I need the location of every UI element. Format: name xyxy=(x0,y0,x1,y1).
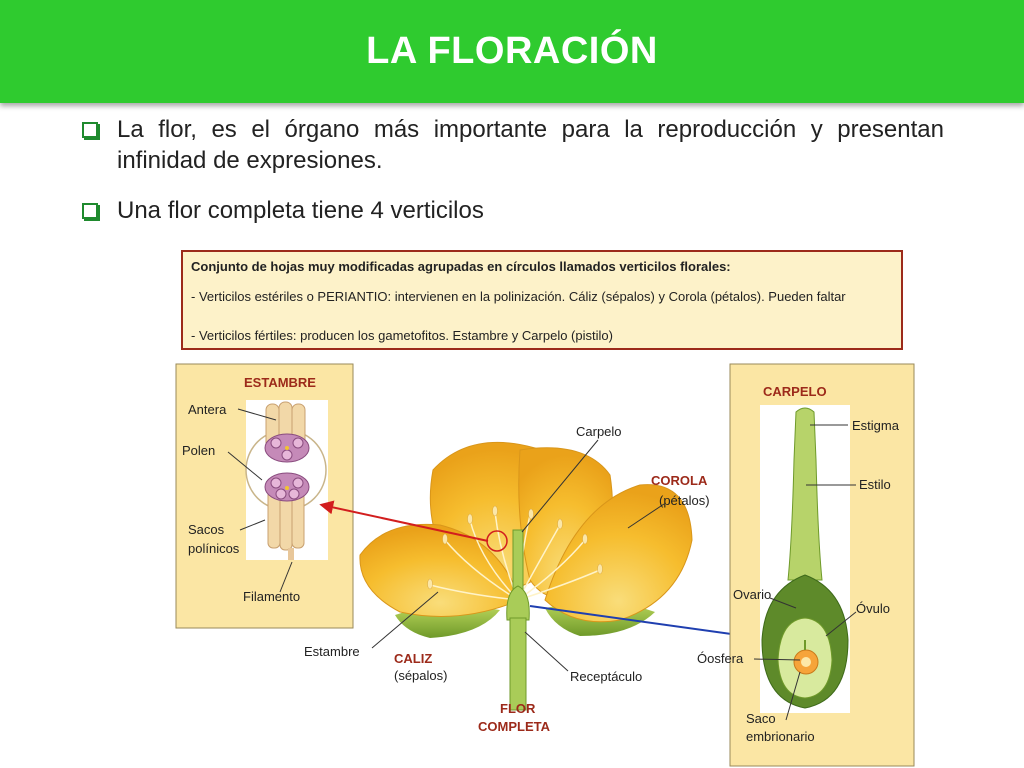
label-ovulo: Óvulo xyxy=(856,601,890,616)
bullet-list: La flor, es el órgano más importante par… xyxy=(80,114,944,245)
definition-heading: Conjunto de hojas muy modificadas agrupa… xyxy=(191,259,731,274)
bullet-item-1: La flor, es el órgano más importante par… xyxy=(80,114,944,176)
checkbox-bullet-icon xyxy=(82,203,98,219)
stamen-title: ESTAMBRE xyxy=(244,375,316,390)
definition-fertile: - Verticilos fértiles: producen los game… xyxy=(191,328,613,343)
label-sepalos: (sépalos) xyxy=(394,668,447,683)
label-caliz: CALIZ xyxy=(394,651,432,666)
label-ovario: Ovario xyxy=(733,587,771,602)
label-filamento: Filamento xyxy=(243,589,300,604)
label-polen: Polen xyxy=(182,443,215,458)
label-carpelo: Carpelo xyxy=(576,424,622,439)
label-sacos: Sacos xyxy=(188,522,225,537)
label-receptaculo: Receptáculo xyxy=(570,669,642,684)
bullet-item-2: Una flor completa tiene 4 verticilos xyxy=(80,195,944,226)
label-estigma: Estigma xyxy=(852,418,900,433)
label-oosfera: Óosfera xyxy=(697,651,744,666)
checkbox-bullet-icon xyxy=(82,122,98,138)
bullet-text-1: La flor, es el órgano más importante par… xyxy=(117,116,944,174)
label-corola: COROLA xyxy=(651,473,708,488)
slide-title: LA FLORACIÓN xyxy=(366,30,658,72)
label-antera: Antera xyxy=(188,402,227,417)
label-embrionario: embrionario xyxy=(746,729,815,744)
label-flor: FLOR xyxy=(500,701,536,716)
stamen-panel: ESTAMBRE Antera Polen Sacos polínicos Fi… xyxy=(175,363,354,629)
anther-illustration xyxy=(264,401,310,560)
label-completa: COMPLETA xyxy=(478,719,551,734)
carpel-panel: CARPELO Estigma Estilo Ovario Óvulo Óosf… xyxy=(697,363,915,767)
definition-sterile: - Verticilos estériles o PERIANTIO: inte… xyxy=(191,289,846,304)
flower-illustration xyxy=(359,441,693,711)
bullet-text-2: Una flor completa tiene 4 verticilos xyxy=(117,197,484,224)
label-estambre: Estambre xyxy=(304,644,360,659)
label-petalos: (pétalos) xyxy=(659,493,710,508)
arrow-to-carpel xyxy=(529,605,763,644)
title-bar: LA FLORACIÓN xyxy=(0,0,1024,103)
label-polinicos: polínicos xyxy=(188,541,240,556)
carpel-title: CARPELO xyxy=(763,384,827,399)
label-saco: Saco xyxy=(746,711,776,726)
arrow-to-stamen xyxy=(319,500,489,542)
definition-box: Conjunto de hojas muy modificadas agrupa… xyxy=(181,250,903,350)
label-estilo: Estilo xyxy=(859,477,891,492)
